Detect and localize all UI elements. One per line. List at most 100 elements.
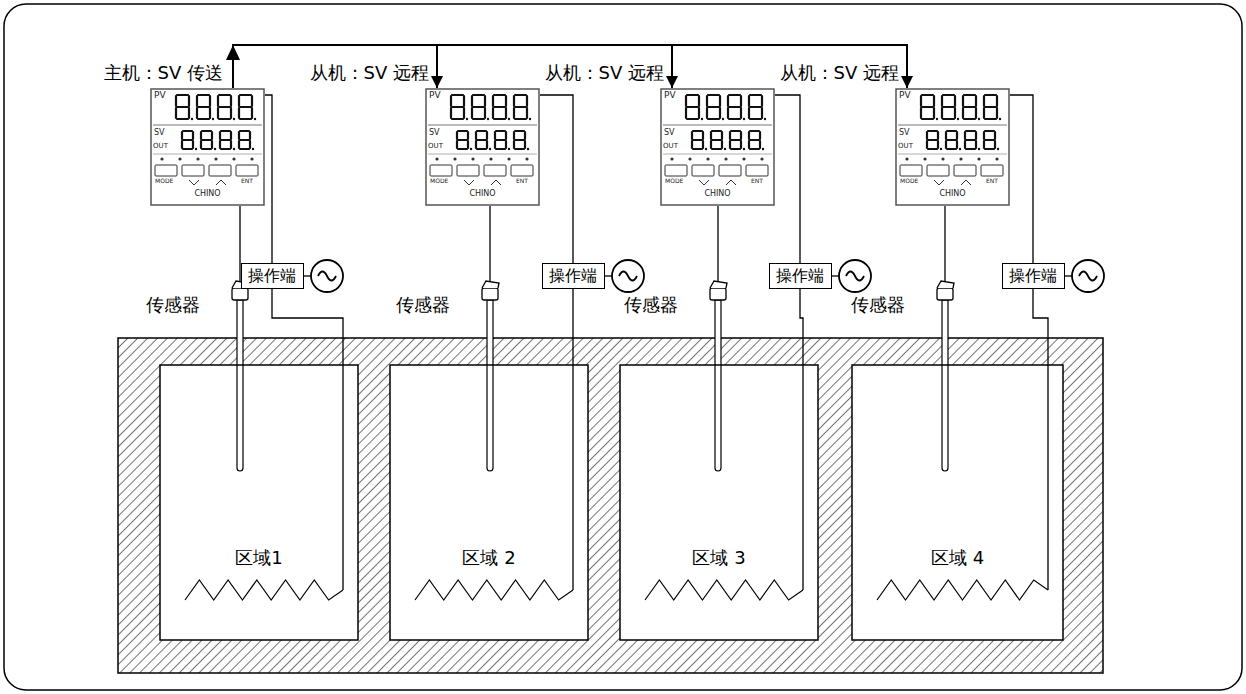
display-segment <box>515 148 524 150</box>
display-segment <box>240 139 249 141</box>
status-led <box>196 157 199 160</box>
display-segment <box>727 108 729 118</box>
display-segment <box>731 139 740 141</box>
controller-face <box>426 89 539 205</box>
zone-label: 区域 2 <box>462 546 515 570</box>
display-segment <box>947 139 956 141</box>
status-led <box>525 157 528 160</box>
status-led <box>507 157 510 160</box>
display-segment <box>708 106 719 108</box>
controller-legend: ENT <box>241 178 253 184</box>
controller-legend: PV <box>899 91 911 100</box>
display-segment <box>966 139 975 141</box>
ac-symbol <box>1079 272 1097 281</box>
display-segment <box>964 132 966 139</box>
display-segment <box>505 132 507 139</box>
status-led <box>706 157 709 160</box>
display-segment <box>926 141 928 148</box>
display-segment <box>985 148 994 150</box>
display-segment <box>740 96 742 106</box>
display-dot <box>724 148 726 150</box>
display-segment <box>458 130 467 132</box>
display-segment <box>922 118 933 120</box>
operator-box: 操作端 <box>241 263 304 289</box>
status-led <box>232 157 235 160</box>
display-segment <box>202 130 211 132</box>
display-segment <box>928 139 937 141</box>
display-segment <box>463 108 465 118</box>
zone-grounds <box>160 365 1063 640</box>
display-segment <box>240 94 251 96</box>
controller-legend: SV <box>429 129 440 137</box>
display-segment <box>181 141 183 148</box>
display-segment <box>188 96 190 106</box>
sensor-label: 传感器 <box>395 294 451 316</box>
display-segment <box>515 139 524 141</box>
display-segment <box>515 118 526 120</box>
display-segment <box>750 118 761 120</box>
display-divider <box>663 154 772 155</box>
display-dot <box>957 118 959 120</box>
heater-wire <box>1033 289 1048 590</box>
display-segment <box>966 130 975 132</box>
operator-label: 操作端 <box>1009 264 1058 287</box>
display-segment <box>494 132 496 139</box>
display-divider <box>153 154 262 155</box>
display-segment <box>937 141 939 148</box>
display-segment <box>198 106 209 108</box>
display-segment <box>494 141 496 148</box>
display-segment <box>471 96 473 106</box>
display-segment <box>750 148 759 150</box>
display-dot <box>489 148 491 150</box>
display-segment <box>505 141 507 148</box>
display-segment <box>211 141 213 148</box>
display-segment <box>719 108 721 118</box>
display-segment <box>954 108 956 118</box>
display-segment <box>177 118 188 120</box>
status-led <box>178 157 181 160</box>
display-segment <box>452 94 463 96</box>
controller-legend: OUT <box>428 143 443 150</box>
display-segment <box>196 96 198 106</box>
key-button <box>954 165 976 176</box>
sensor-head <box>232 288 248 300</box>
display-dot <box>743 148 745 150</box>
display-dot <box>722 118 724 120</box>
controller-legend: CHINO <box>150 190 265 198</box>
display-segment <box>477 139 486 141</box>
display-segment <box>983 132 985 139</box>
display-segment <box>496 130 505 132</box>
sensor-head <box>710 288 726 300</box>
status-led <box>923 157 926 160</box>
display-segment <box>198 118 209 120</box>
display-segment <box>177 94 188 96</box>
display-dot <box>191 118 193 120</box>
display-segment <box>221 139 230 141</box>
display-segment <box>721 141 723 148</box>
display-segment <box>996 108 998 118</box>
operator-box: 操作端 <box>1002 263 1065 289</box>
key-button <box>692 165 714 176</box>
display-segment <box>492 108 494 118</box>
sv-signal-line <box>233 45 907 88</box>
status-led <box>250 157 253 160</box>
display-dot <box>212 118 214 120</box>
heater-coil <box>645 580 803 600</box>
display-segment <box>691 132 693 139</box>
key-mark <box>934 180 944 185</box>
sv-signal-line <box>233 45 437 88</box>
display-segment <box>985 130 994 132</box>
display-segment <box>209 96 211 106</box>
display-segment <box>238 141 240 148</box>
display-segment <box>230 132 232 139</box>
temperature-controller: PVSVOUTMODEENTCHINO <box>895 88 1010 206</box>
display-segment <box>249 141 251 148</box>
display-segment <box>964 118 975 120</box>
display-dot <box>999 118 1001 120</box>
controller-legend: MODE <box>155 178 173 184</box>
display-dot <box>214 148 216 150</box>
display-segment <box>719 96 721 106</box>
status-led <box>995 157 998 160</box>
status-led <box>435 157 438 160</box>
display-segment <box>450 96 452 106</box>
